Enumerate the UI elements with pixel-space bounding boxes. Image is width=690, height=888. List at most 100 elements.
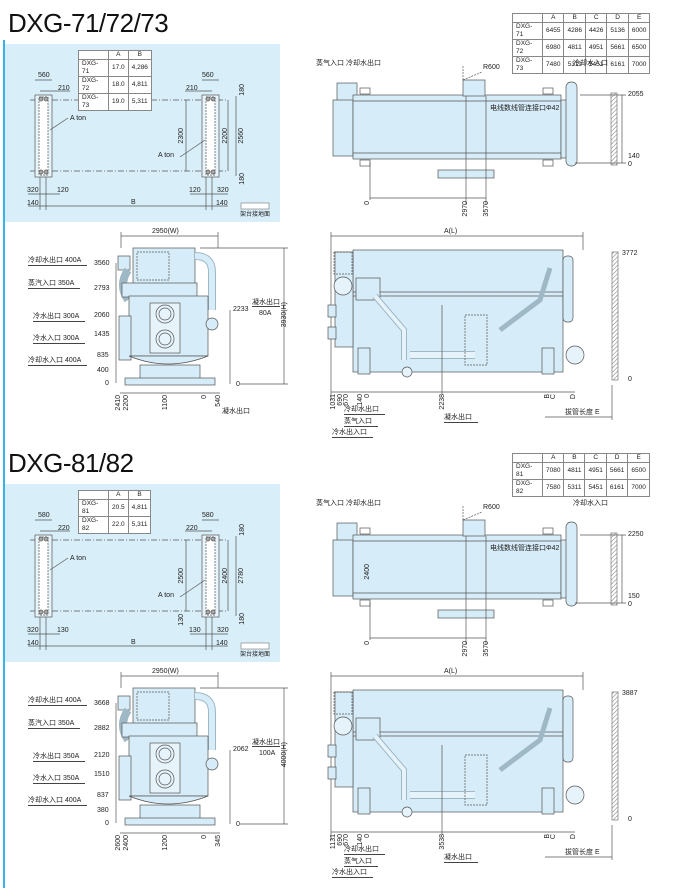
dim-span-b: B: [131, 639, 136, 646]
front-view-drawing: [115, 672, 288, 834]
dim-right-140: 140: [216, 640, 228, 647]
side-bottom-mark: 0: [364, 834, 371, 838]
dim-width: 2950(W): [152, 228, 179, 235]
label-chilled-water-io: 冷水出入口: [332, 869, 373, 878]
front-view-drawing: [115, 232, 288, 394]
elevation-view-drawing: [332, 506, 626, 645]
label-conduit-port: 电线数线管连接口Φ42: [490, 105, 560, 112]
dim-x1: 2970: [462, 201, 469, 217]
dim-offset-left: 220: [58, 525, 70, 532]
height-mark: 2882: [94, 725, 110, 732]
total-height: 3930(H): [281, 302, 288, 328]
height-mark: 1435: [94, 331, 110, 338]
table-cell: 6161: [606, 56, 629, 74]
table-cell: 5,311: [127, 93, 152, 111]
side-bottom-mark: 1031: [330, 394, 337, 410]
label-tube-pull-length: 拔管长度 E: [565, 849, 600, 856]
table-cell: 17.0: [108, 59, 129, 77]
table-cell: B: [563, 13, 586, 23]
label-conduit-port: 电线数线管连接口Φ42: [490, 545, 560, 552]
table-cell: 5311: [563, 56, 586, 74]
table-cell: [78, 490, 109, 500]
height-mark: 0: [105, 380, 109, 387]
height-mark: 2793: [94, 285, 110, 292]
label-cooling-inlet: 冷却水入口: [573, 500, 608, 507]
dim-left-120: 120: [57, 187, 69, 194]
scale-top: 3887: [622, 690, 638, 697]
dim-width: 2950(W): [152, 668, 179, 675]
height-mark: 400: [97, 367, 109, 374]
dim-right-120: 120: [189, 187, 201, 194]
table-cell: 4811: [563, 462, 586, 480]
port-label: 冷却水入口 400A: [28, 797, 88, 806]
drain-height: 2233: [233, 306, 249, 313]
label-steam-inlet: 蒸气入口: [344, 858, 378, 867]
dim-rail-width-right: 560: [202, 72, 214, 79]
table-cell: 4,811: [127, 76, 152, 94]
dim-bottom-margin: 180: [239, 613, 246, 625]
table-cell: 4951: [584, 39, 608, 57]
bottom-mark: 0: [201, 835, 208, 839]
label-cooling-inlet: 冷却水入口: [573, 60, 608, 67]
side-bottom-mark: 670: [343, 394, 350, 406]
dim-span-mid: 2400: [222, 568, 229, 584]
table-cell: [78, 50, 109, 60]
dim-inner-130: 130: [178, 614, 185, 626]
port-label: 冷水入口 350A: [33, 775, 86, 784]
table-cell: C: [584, 13, 608, 23]
table-cell: 7480: [541, 56, 565, 74]
table-cell: DXG-82: [78, 516, 109, 534]
height-mark: 835: [97, 352, 109, 359]
table-cell: DXG-81: [512, 462, 543, 480]
table-cell: 4951: [584, 462, 607, 480]
table-cell: DXG-81: [78, 499, 109, 517]
dim-x2: 3570: [483, 201, 490, 217]
side-bottom-mark: 140: [357, 394, 364, 406]
table-cell: DXG-72: [512, 39, 543, 57]
side-bottom-mark: 140: [357, 834, 364, 846]
table-cell: 5661: [606, 39, 629, 57]
dim-left-320: 320: [27, 187, 39, 194]
drawings: [5, 484, 626, 860]
height-mark: 837: [97, 792, 109, 799]
a-ton-label-left: A ton: [70, 555, 86, 562]
foundation-rail-right: [201, 534, 220, 618]
table-cell: DXG-71: [78, 59, 109, 77]
port-label: 冷却水出口 400A: [28, 257, 88, 266]
total-height: 4000(H): [281, 742, 288, 768]
table-cell: C: [584, 453, 607, 463]
drain-height: 2062: [233, 746, 249, 753]
dim-zero: 0: [628, 161, 632, 168]
dim-right-320: 320: [217, 627, 229, 634]
table-cell: 6455: [541, 22, 565, 40]
table-cell: 6000: [627, 22, 651, 40]
dim-span-outer: 2560: [238, 128, 245, 144]
drain-label: 凝水出口: [252, 299, 280, 307]
foundation-rail-left: [34, 94, 53, 178]
height-mark: 2120: [94, 752, 110, 759]
table-cell: [512, 13, 543, 23]
port-label: 冷水出口 300A: [33, 313, 86, 322]
height-mark: 2060: [94, 312, 110, 319]
table-cell: DXG-73: [78, 93, 109, 111]
dim-x0: 0: [364, 201, 371, 205]
table-cell: 5136: [606, 22, 629, 40]
right-zero: 0: [236, 381, 240, 388]
elevation-view-drawing: [332, 66, 626, 205]
foundation-plan: [5, 44, 280, 222]
dim-top-height: 2055: [628, 91, 644, 98]
dim-rail-width-right: 580: [202, 512, 214, 519]
height-mark: 1510: [94, 771, 110, 778]
drain-size: 80A: [259, 310, 272, 317]
port-label: 冷却水入口 400A: [28, 357, 88, 366]
side-bottom-mark: 3538: [439, 834, 446, 850]
table-cell: 5311: [563, 479, 586, 497]
table-cell: 4,811: [127, 499, 152, 517]
side-bottom-mark: D: [570, 394, 577, 400]
table-cell: 22.0: [108, 516, 129, 534]
foundation-rail-right: [201, 94, 220, 178]
